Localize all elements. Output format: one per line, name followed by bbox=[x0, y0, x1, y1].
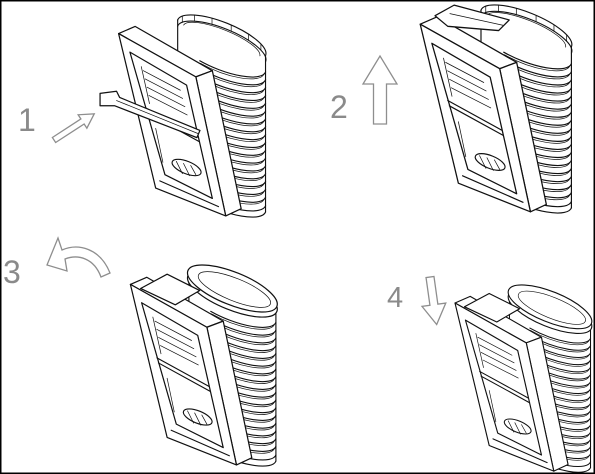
basket-grid-line bbox=[521, 424, 527, 434]
closed-lid-inner bbox=[197, 271, 271, 308]
rib bbox=[210, 310, 277, 328]
step-3: 3 bbox=[3, 236, 278, 467]
inner-rib-line bbox=[477, 336, 513, 356]
inner-wall-line bbox=[155, 127, 164, 163]
top-rim bbox=[177, 14, 267, 57]
basket-bottom bbox=[182, 408, 213, 426]
window-divider-edge bbox=[480, 375, 531, 404]
frame-lower-panel-line bbox=[159, 180, 220, 208]
basket-grid-line bbox=[194, 412, 202, 426]
inner-rib-line bbox=[479, 344, 515, 364]
inner-rib-line bbox=[447, 70, 487, 92]
removal-tool-edge bbox=[116, 100, 199, 134]
rib-inner-edge bbox=[504, 54, 571, 72]
inner-wall-line bbox=[443, 57, 453, 97]
basket-bottom bbox=[503, 418, 532, 435]
lid-latch-tab bbox=[463, 292, 521, 323]
basket-grid-line bbox=[175, 160, 183, 175]
top-rim bbox=[480, 4, 573, 48]
basket-grid-line bbox=[479, 155, 487, 169]
inner-rib-line bbox=[160, 345, 199, 366]
inner-rib-line bbox=[144, 78, 184, 99]
top-rim-lower-edge bbox=[177, 20, 267, 63]
frame-lower-panel-line bbox=[170, 429, 230, 457]
frame-lower-panel-line bbox=[492, 438, 548, 464]
window-divider bbox=[156, 357, 210, 387]
inner-rib-line bbox=[142, 70, 181, 91]
rib bbox=[503, 51, 573, 70]
basket-grid-line bbox=[187, 410, 194, 424]
basket-grid-line bbox=[514, 422, 521, 435]
basket-grid-line bbox=[201, 414, 208, 425]
inner-wall-line bbox=[488, 390, 497, 423]
closed-lid bbox=[186, 264, 278, 313]
inner-wall-line bbox=[166, 377, 175, 413]
step-number-3: 3 bbox=[3, 254, 21, 290]
top-rim-inner-lip bbox=[183, 21, 261, 57]
lid-latch-tab bbox=[139, 273, 201, 306]
inner-rib-line bbox=[482, 359, 519, 379]
inner-rib-line bbox=[156, 328, 195, 350]
cartridge-step-2 bbox=[419, 4, 573, 214]
rib bbox=[529, 327, 592, 344]
inner-rib-line bbox=[445, 61, 485, 83]
basket-grid-line bbox=[190, 165, 197, 176]
step-4: 4 bbox=[387, 275, 593, 473]
inner-rib-line bbox=[158, 337, 197, 358]
rib-inner-edge bbox=[200, 62, 265, 80]
rib-inner-edge bbox=[211, 313, 275, 330]
window-divider bbox=[447, 99, 503, 131]
cartridge-step-4 bbox=[454, 284, 593, 473]
inner-wall-line bbox=[457, 121, 467, 158]
inner-rib-line bbox=[450, 87, 492, 109]
curved-arrow-left-icon bbox=[46, 236, 111, 278]
top-rim-lower-edge bbox=[480, 10, 573, 54]
step-number-1: 1 bbox=[18, 102, 36, 138]
inner-rib-line bbox=[449, 78, 489, 100]
window-divider-edge bbox=[448, 105, 504, 137]
inner-wall-line bbox=[140, 66, 150, 105]
inner-rib-line bbox=[146, 86, 186, 108]
basket-grid-line bbox=[494, 159, 501, 170]
closed-lid bbox=[507, 284, 593, 330]
step-1: 1 bbox=[18, 14, 267, 218]
rib-inner-edge bbox=[530, 330, 590, 346]
inner-rib-line bbox=[480, 352, 517, 371]
closed-lid-inner bbox=[517, 290, 586, 325]
step-number-2: 2 bbox=[330, 89, 348, 125]
basket-bottom bbox=[171, 158, 202, 177]
basket-grid-line bbox=[486, 157, 494, 171]
basket-bottom bbox=[474, 153, 506, 171]
window-divider-edge bbox=[157, 362, 212, 393]
inner-wall-line bbox=[475, 333, 484, 368]
step-2: 2 bbox=[330, 4, 573, 214]
basket-grid-line bbox=[183, 163, 191, 177]
arrow-down-icon bbox=[420, 275, 447, 326]
cartridge-step-3 bbox=[129, 264, 278, 467]
inner-wall-line bbox=[152, 316, 162, 355]
step-number-4: 4 bbox=[387, 282, 403, 314]
inner-rib-line bbox=[148, 95, 188, 116]
top-rim-inner-lip bbox=[486, 12, 567, 48]
window-divider bbox=[479, 370, 529, 399]
basket-grid-line bbox=[507, 420, 515, 433]
inner-rib-line bbox=[154, 320, 192, 341]
arrow-up-icon bbox=[361, 54, 399, 125]
rib bbox=[199, 60, 267, 78]
lifted-lid-edge bbox=[449, 13, 504, 26]
cartridge-step-1 bbox=[99, 14, 267, 218]
frame-lower-panel-line bbox=[462, 175, 524, 203]
arrow-up-right-icon bbox=[51, 113, 96, 144]
lifted-lid bbox=[434, 4, 510, 32]
